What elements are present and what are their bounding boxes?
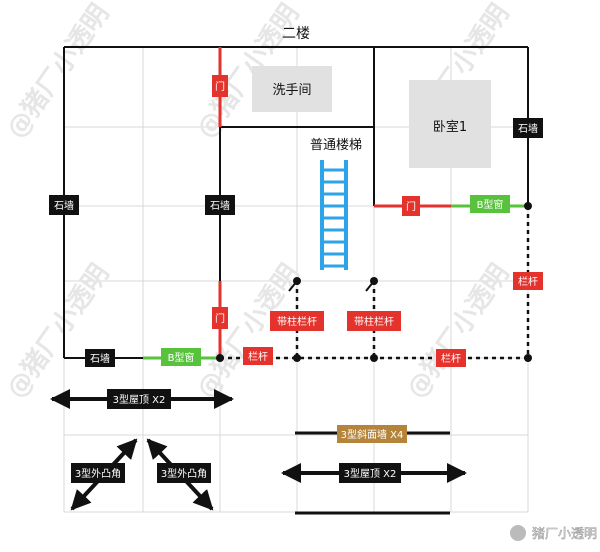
stone-wall-mid-label-bg	[205, 195, 235, 215]
corner-2-label-text: 3型外凸角	[161, 467, 207, 480]
watermark-text: @猪厂小透明	[1, 0, 115, 144]
pillar-railing-2-label-text: 带柱栏杆	[354, 315, 394, 328]
stone-wall-bottom-label-text: 石墙	[90, 352, 110, 365]
door-bottom-label-bg	[212, 307, 228, 329]
slope-wall-label-bg	[337, 425, 407, 443]
weibo-text: 猪厂小透明	[532, 527, 597, 542]
stone-wall-mid-label-text: 石墙	[210, 199, 230, 212]
stone-wall-left-label: 石墙	[49, 195, 79, 215]
window-right-label: B型窗	[470, 195, 510, 213]
corner-1-label: 3型外凸角	[71, 463, 125, 483]
roof-left-label-text: 3型屋顶 X2	[113, 393, 166, 406]
roof-left-label: 3型屋顶 X2	[107, 389, 171, 409]
post-ticks	[288, 280, 375, 292]
door-top-label-bg	[212, 75, 228, 97]
stone-wall-left-label-text: 石墙	[54, 199, 74, 212]
door-right-label: 门	[402, 196, 420, 216]
stone-wall-bottom-label-bg	[85, 349, 115, 367]
window-bottom-label-text: B型窗	[168, 351, 195, 364]
bedroom-label: 卧室1	[433, 119, 467, 135]
window-bottom-label-bg	[161, 348, 201, 366]
roof-arrows	[50, 389, 467, 511]
stone-wall-right-label-bg	[513, 118, 543, 138]
pillar-railing-2-label-bg	[347, 311, 401, 331]
stone-wall-left-label-bg	[49, 195, 79, 215]
door-top-label: 门	[212, 75, 228, 97]
railing-right-label-bg	[513, 272, 543, 290]
pillar-railing-1-label-text: 带柱栏杆	[277, 315, 317, 328]
roof-right-label-text: 3型屋顶 X2	[344, 467, 397, 480]
corner-1-label-bg	[71, 463, 125, 483]
pillar-railing-2-label: 带柱栏杆	[347, 311, 401, 331]
stone-wall-bottom-label: 石墙	[85, 349, 115, 367]
slope-wall-label-text: 3型斜面墙 X4	[341, 428, 404, 441]
corner-2-label: 3型外凸角	[157, 463, 211, 483]
bedroom-room	[409, 80, 491, 168]
stone-wall-right-label: 石墙	[513, 118, 543, 138]
railing-left-label-bg	[243, 347, 273, 365]
door-bottom-label: 门	[212, 307, 228, 329]
railing-bottom-label-bg	[436, 349, 466, 367]
stone-wall-mid-label: 石墙	[205, 195, 235, 215]
stone-wall-right-label-text: 石墙	[518, 122, 538, 135]
roof-right-label-bg	[339, 463, 401, 483]
window-right-label-bg	[470, 195, 510, 213]
door-bottom-label-text: 门	[215, 312, 225, 325]
floor-title: 二楼	[282, 26, 310, 42]
door-right-label-bg	[402, 196, 420, 216]
door-right-label-text: 门	[406, 200, 416, 213]
corner-2-label-bg	[157, 463, 211, 483]
railing-right-label-text: 栏杆	[518, 275, 538, 288]
corner-1-label-text: 3型外凸角	[75, 467, 121, 480]
pillar-railing-1-label: 带柱栏杆	[270, 311, 324, 331]
railing-bottom-label: 栏杆	[436, 349, 466, 367]
stairs-label: 普通楼梯	[310, 138, 362, 153]
railing-left-label-text: 栏杆	[248, 350, 268, 363]
label-chips: 石墙石墙石墙石墙门门门B型窗B型窗栏杆栏杆栏杆带柱栏杆带柱栏杆3型屋顶 X23型…	[49, 75, 543, 483]
weibo-tag: 猪厂小透明	[510, 525, 597, 542]
railing-bottom-label-text: 栏杆	[441, 352, 461, 365]
bathroom-room	[252, 66, 332, 112]
railing-posts	[216, 202, 532, 362]
weibo-logo-icon	[510, 525, 526, 541]
pillar-railing-1-label-bg	[270, 311, 324, 331]
window-bottom-label: B型窗	[161, 348, 201, 366]
railing-left-label: 栏杆	[243, 347, 273, 365]
door-top-label-text: 门	[215, 80, 225, 93]
roof-left-label-bg	[107, 389, 171, 409]
window-right-label-text: B型窗	[477, 198, 504, 211]
watermark-text: @猪厂小透明	[1, 259, 115, 404]
roof-right-label: 3型屋顶 X2	[339, 463, 401, 483]
stairs-icon	[320, 160, 348, 270]
bathroom-label: 洗手间	[272, 83, 311, 98]
railing-right-label: 栏杆	[513, 272, 543, 290]
slope-wall-label: 3型斜面墙 X4	[337, 425, 407, 443]
